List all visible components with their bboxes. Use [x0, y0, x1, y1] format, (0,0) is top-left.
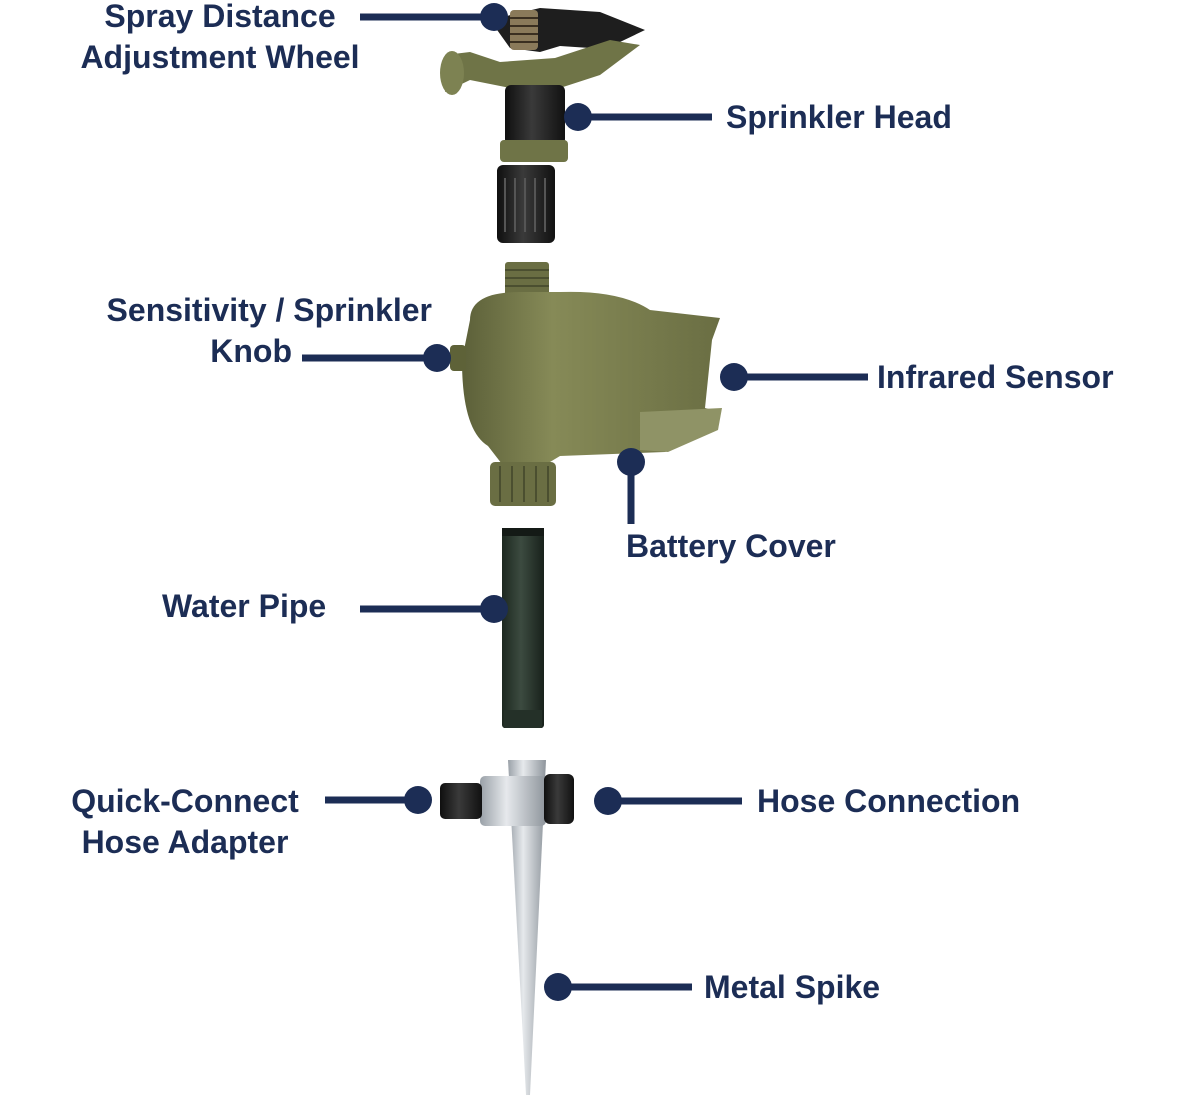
label-sprinkler-head: Sprinkler Head [726, 99, 952, 135]
sensor-tray [640, 408, 722, 452]
label-battery-cover: Battery Cover [626, 528, 836, 564]
callout-dot-battery [617, 448, 645, 476]
sprinkler-head-part [440, 8, 645, 243]
callout-dot-quick-connect [404, 786, 432, 814]
label-spray-distance-line1: Spray Distance [104, 0, 336, 34]
callouts [302, 3, 868, 1001]
quick-connect-body [440, 783, 482, 819]
label-sensitivity-line2: Knob [210, 333, 292, 369]
knob-stub [450, 345, 466, 371]
callout-dot-sensor [720, 363, 748, 391]
callout-dot-knob [423, 344, 451, 372]
label-infrared-sensor: Infrared Sensor [877, 359, 1114, 395]
water-pipe-part [502, 528, 544, 728]
label-spray-distance-wheel: Spray Distance Adjustment Wheel [60, 0, 380, 78]
label-sensitivity-knob: Sensitivity / Sprinkler Knob [40, 290, 432, 372]
label-quick-connect: Quick-Connect Hose Adapter [50, 781, 320, 863]
spike-hub [480, 776, 546, 826]
label-quick-connect-line2: Hose Adapter [81, 824, 289, 860]
label-metal-spike: Metal Spike [704, 969, 881, 1005]
spike-blade [508, 760, 546, 1095]
callout-dot-spray-wheel [480, 3, 508, 31]
label-water-pipe: Water Pipe [162, 588, 327, 624]
callout-dot-hose [594, 787, 622, 815]
label-sensitivity-line1: Sensitivity / Sprinkler [106, 292, 432, 328]
sensor-housing [450, 262, 722, 506]
callout-dot-pipe [480, 595, 508, 623]
nozzle-body [445, 40, 640, 92]
head-collar [505, 85, 565, 145]
label-hose-connection: Hose Connection [757, 783, 1021, 819]
hose-connection-nut [544, 774, 574, 824]
callout-dot-spike [544, 973, 572, 1001]
spring [510, 10, 538, 50]
callout-dot-sprinkler-head [564, 103, 592, 131]
spike-assembly [440, 760, 574, 1095]
label-spray-distance-line2: Adjustment Wheel [80, 39, 360, 75]
label-quick-connect-line1: Quick-Connect [71, 783, 299, 819]
